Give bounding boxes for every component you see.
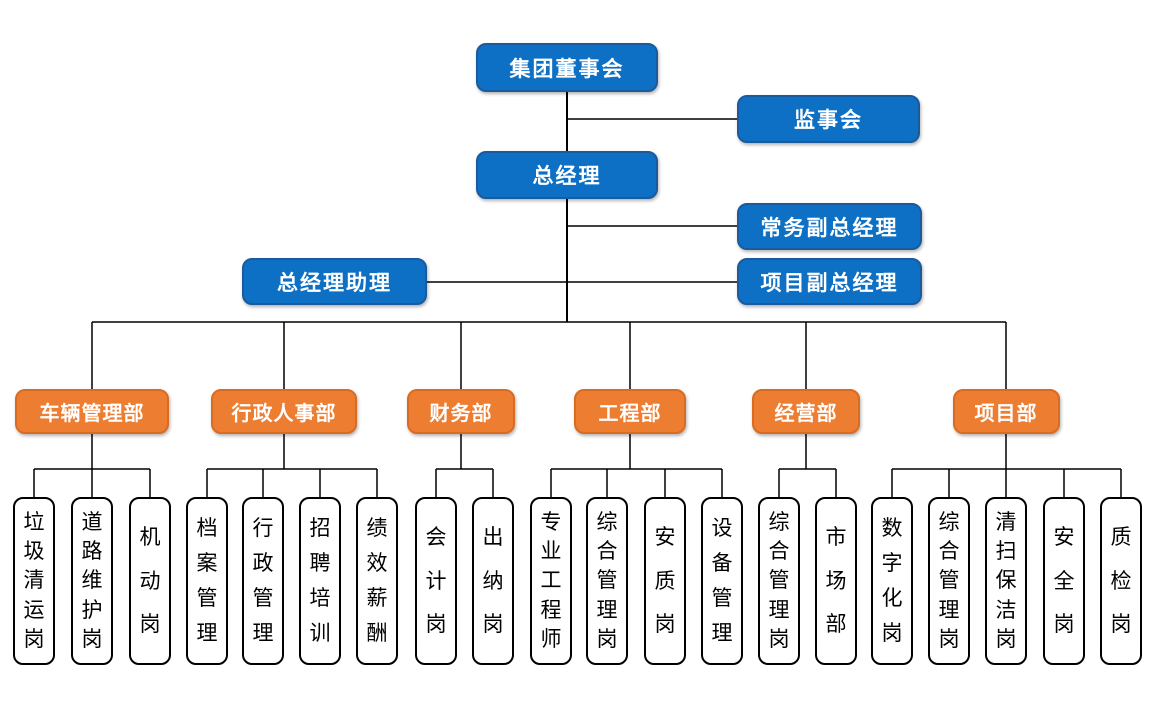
position-box: 档案管理 bbox=[186, 497, 228, 665]
position-box: 安质岗 bbox=[644, 497, 686, 665]
department-box: 项目部 bbox=[952, 389, 1060, 434]
position-box: 质检岗 bbox=[1100, 497, 1142, 665]
position-box: 综合管理岗 bbox=[758, 497, 800, 665]
department-box: 经营部 bbox=[752, 389, 860, 434]
node-group-board: 集团董事会 bbox=[476, 43, 658, 92]
position-box: 绩效薪酬 bbox=[356, 497, 398, 665]
position-box: 会计岗 bbox=[415, 497, 457, 665]
node-executive-deputy-gm: 常务副总经理 bbox=[737, 203, 922, 250]
position-box: 招聘培训 bbox=[299, 497, 341, 665]
node-project-deputy-gm: 项目副总经理 bbox=[737, 258, 922, 305]
department-box: 财务部 bbox=[407, 389, 515, 434]
position-box: 出纳岗 bbox=[472, 497, 514, 665]
position-box: 设备管理 bbox=[701, 497, 743, 665]
node-supervisory-board: 监事会 bbox=[737, 95, 920, 143]
position-box: 垃圾清运岗 bbox=[13, 497, 55, 665]
position-box: 行政管理 bbox=[242, 497, 284, 665]
position-box: 安全岗 bbox=[1043, 497, 1085, 665]
department-box: 工程部 bbox=[574, 389, 686, 434]
position-box: 综合管理岗 bbox=[586, 497, 628, 665]
node-gm-assistant: 总经理助理 bbox=[242, 258, 427, 305]
position-box: 清扫保洁岗 bbox=[985, 497, 1027, 665]
position-box: 数字化岗 bbox=[871, 497, 913, 665]
node-general-manager: 总经理 bbox=[476, 151, 658, 199]
position-box: 道路维护岗 bbox=[71, 497, 113, 665]
department-box: 车辆管理部 bbox=[15, 389, 169, 434]
position-box: 专业工程师 bbox=[530, 497, 572, 665]
position-box: 机动岗 bbox=[129, 497, 171, 665]
position-box: 综合管理岗 bbox=[928, 497, 970, 665]
position-box: 市场部 bbox=[815, 497, 857, 665]
department-box: 行政人事部 bbox=[211, 389, 357, 434]
